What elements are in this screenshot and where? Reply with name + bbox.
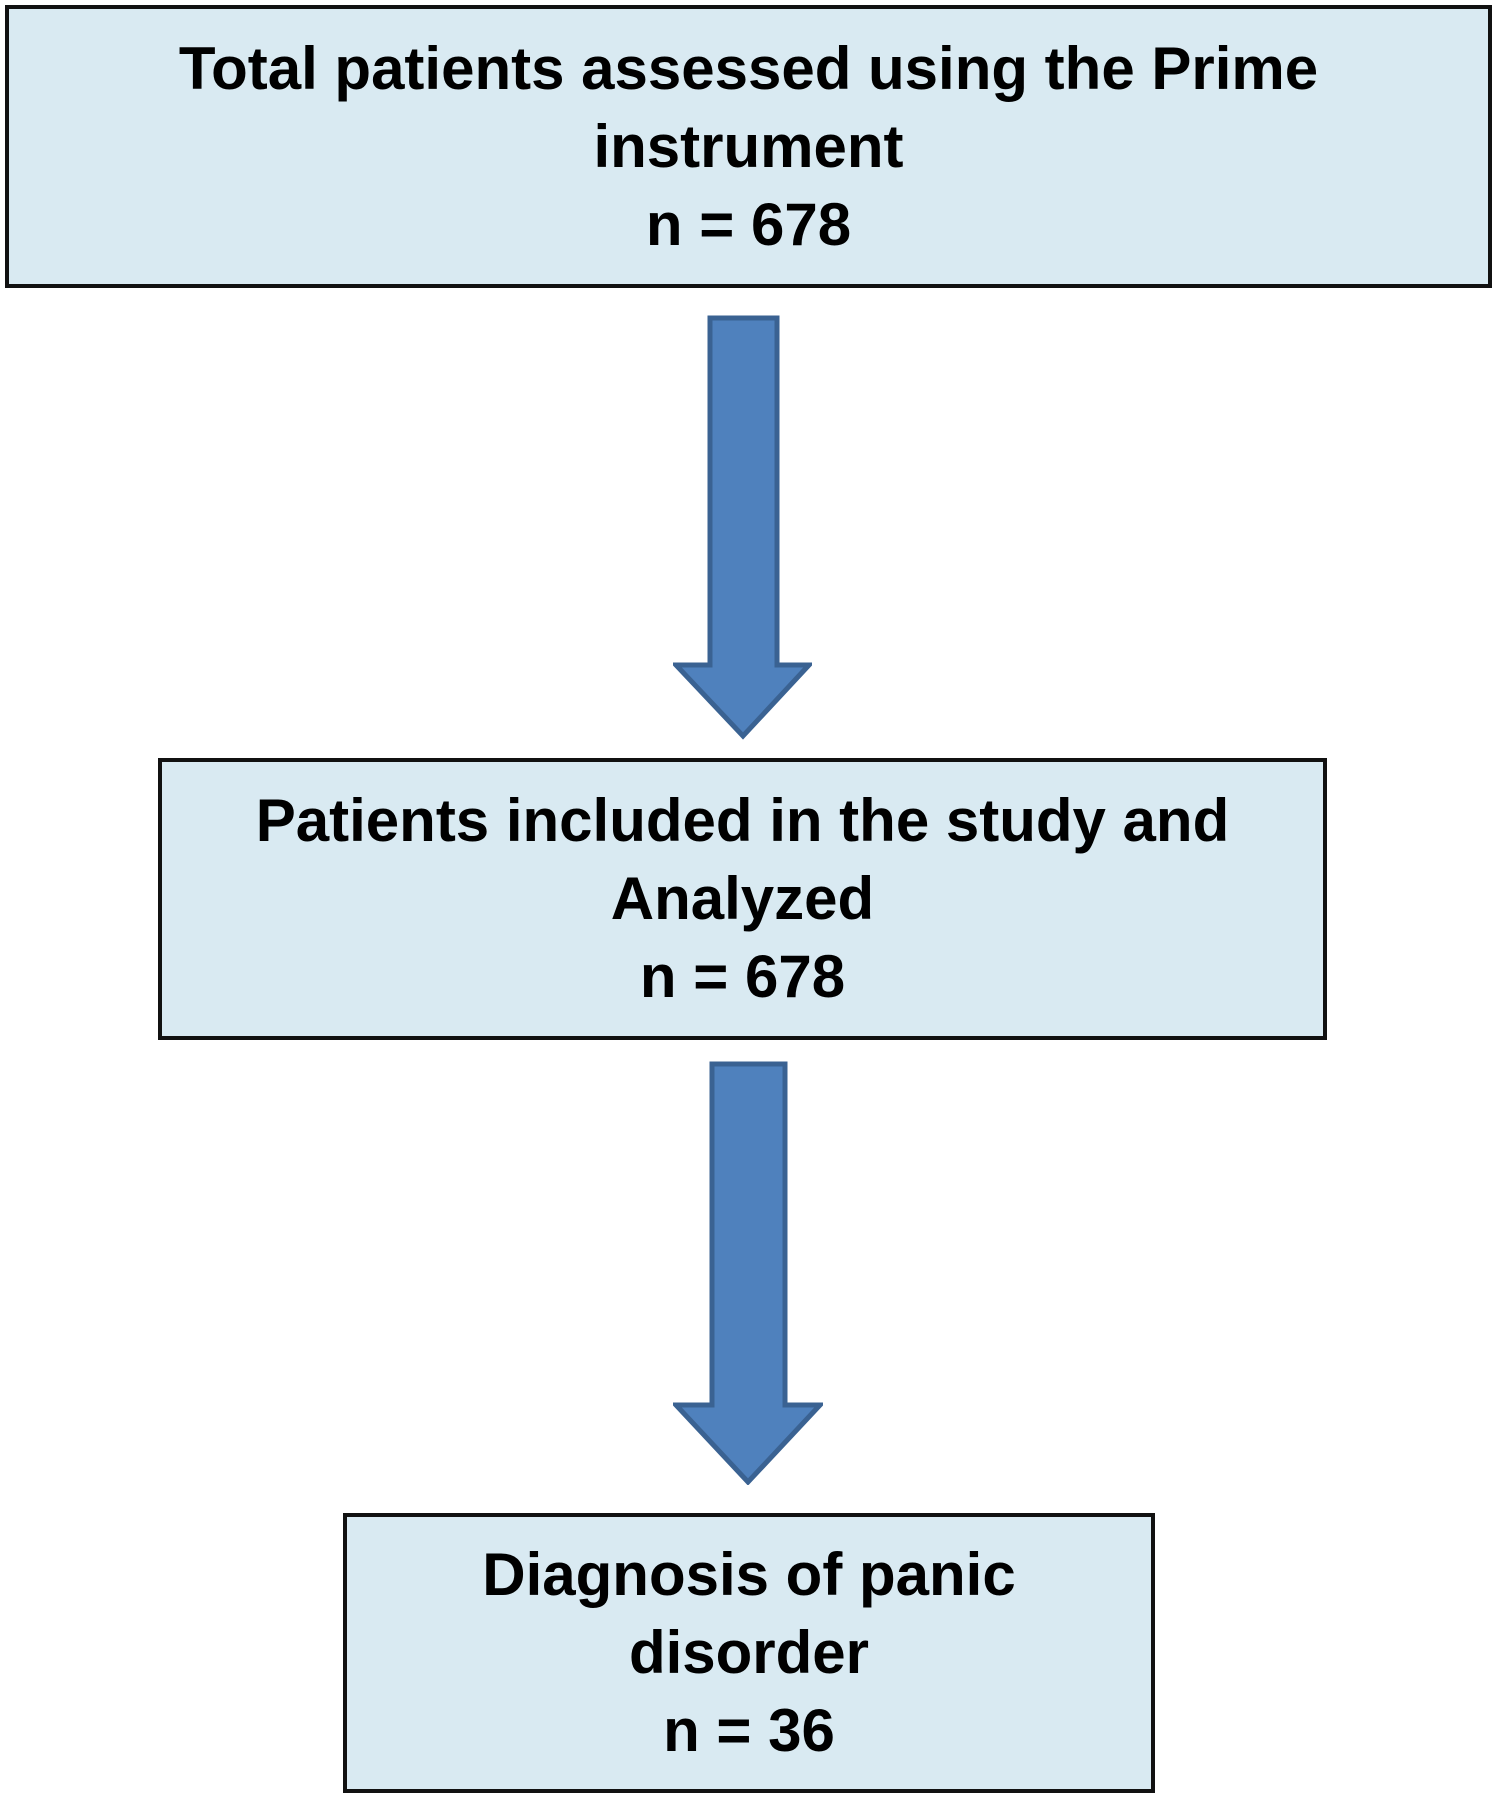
box-panic-diagnosis-line-1: Diagnosis of panic <box>482 1541 1016 1608</box>
box-total-assessed-line-1: Total patients assessed using the Prime <box>178 34 1319 102</box>
down-arrow-shape <box>673 315 812 740</box>
box-included-analyzed: Patients included in the study and Analy… <box>158 758 1327 1040</box>
box-panic-diagnosis-count: n = 36 <box>663 1697 835 1764</box>
down-arrow-icon <box>673 1061 823 1485</box>
box-total-assessed-line-2: instrument <box>593 112 904 180</box>
box-total-assessed: Total patients assessed using the Prime … <box>5 5 1492 288</box>
box-included-analyzed-count: n = 678 <box>639 943 846 1010</box>
down-arrow-shape <box>673 1061 823 1485</box>
down-arrow-icon <box>673 315 812 740</box>
box-panic-disorder-diagnosis: Diagnosis of panic disorder n = 36 <box>343 1513 1155 1793</box>
box-total-assessed-count: n = 678 <box>645 190 852 258</box>
box-panic-diagnosis-line-2: disorder <box>628 1619 870 1686</box>
box-included-analyzed-line-2: Analyzed <box>610 865 875 932</box>
box-included-analyzed-line-1: Patients included in the study and <box>255 787 1230 854</box>
